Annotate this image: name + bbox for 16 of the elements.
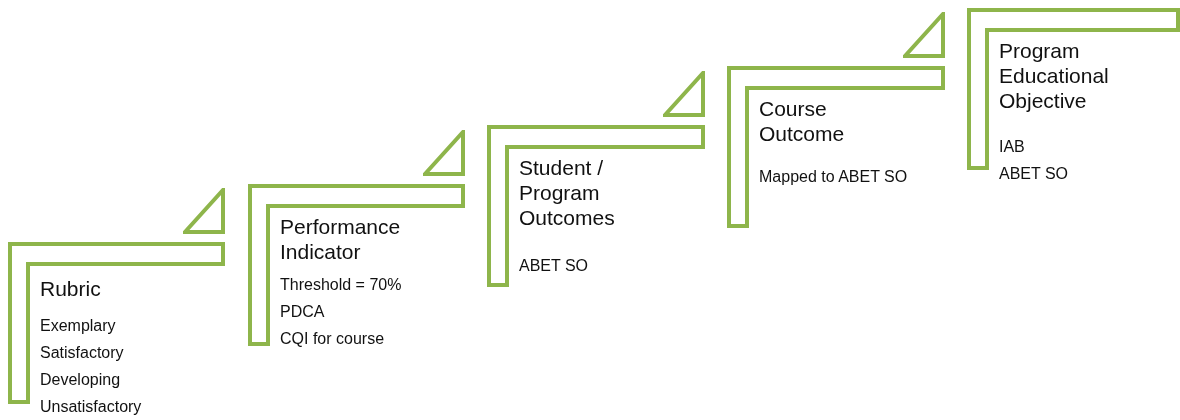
step-heading: Rubric [40,276,102,301]
bullet-item: Exemplary [40,316,117,336]
bullet-item: ABET SO [519,256,590,276]
bullet-item: IAB [999,137,1026,157]
bullet-item: Developing [40,370,122,390]
step-heading: Performance Indicator [280,214,402,264]
bullet-item: Mapped to ABET SO [759,167,909,187]
step-heading: Course Outcome [759,96,846,146]
bullet-item: Satisfactory [40,343,125,363]
bullet-item: CQI for course [280,329,386,349]
bullet-item: PDCA [280,302,326,322]
step-heading: Student / Program Outcomes [519,155,616,230]
bullet-item: ABET SO [999,164,1070,184]
step-heading: Program Educational Objective [999,38,1110,113]
bullet-item: Threshold = 70% [280,275,403,295]
bullet-item: Unsatisfactory [40,397,143,417]
